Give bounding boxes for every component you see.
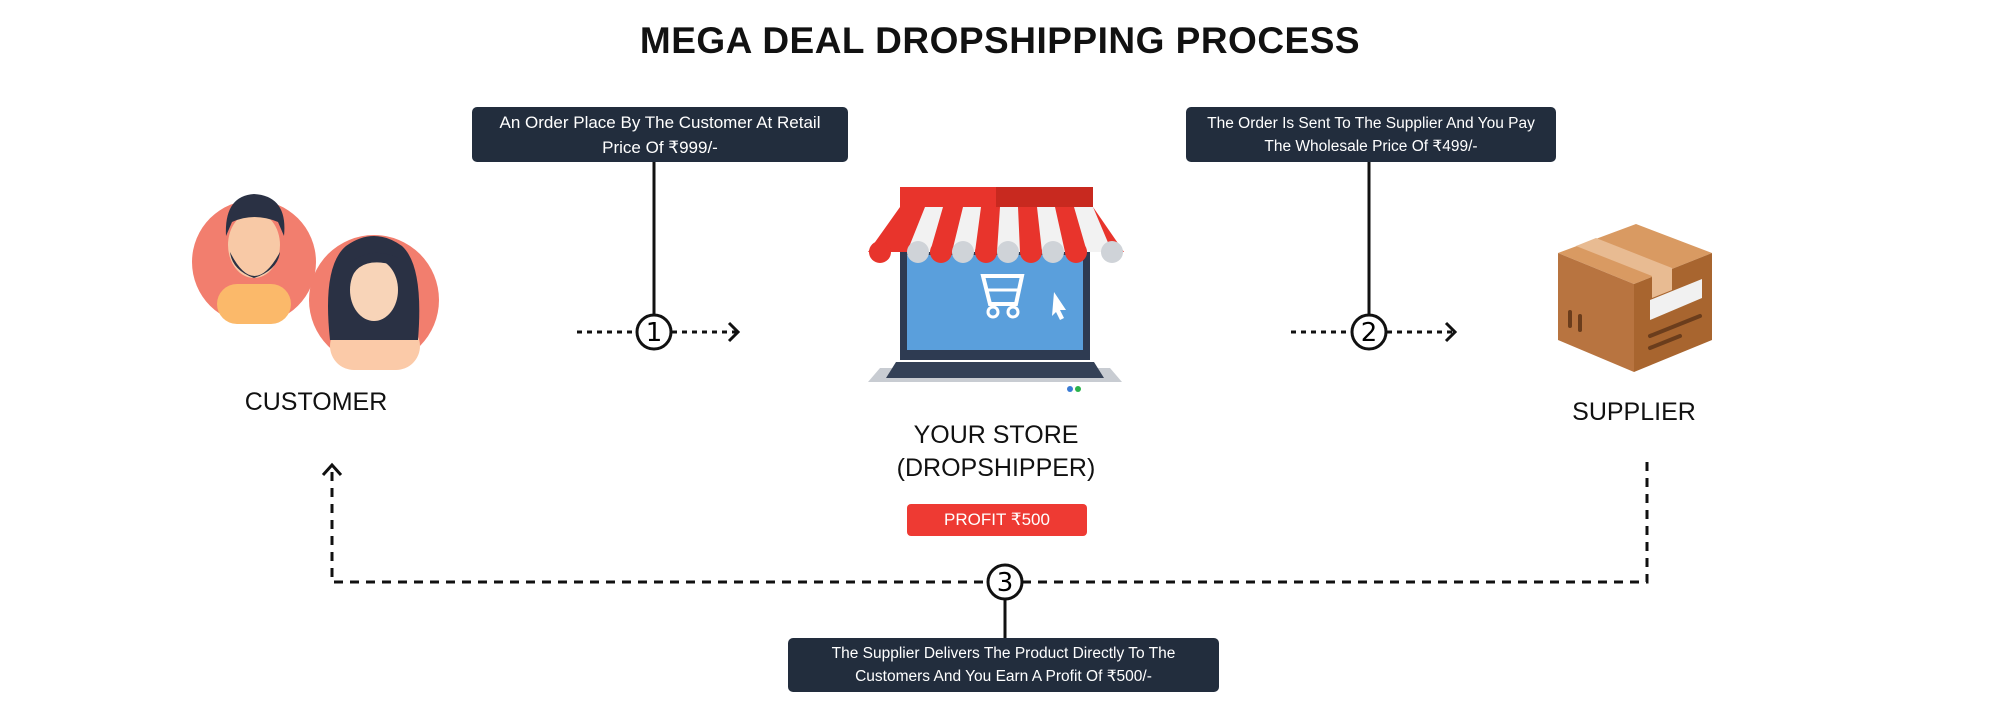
page-title: MEGA DEAL DROPSHIPPING PROCESS xyxy=(639,20,1361,61)
customer-label: CUSTOMER xyxy=(244,388,388,416)
step-number-2: 2 xyxy=(1361,318,1378,348)
step-circle-3 xyxy=(986,563,1024,601)
profit-badge: PROFIT ₹500 xyxy=(907,504,1087,536)
step-3-note: The Supplier Delivers The Product Direct… xyxy=(788,638,1219,692)
step-number-3: 3 xyxy=(997,568,1014,598)
step-circle-2 xyxy=(1350,313,1388,351)
arrowhead-3-icon xyxy=(321,462,343,477)
store-laptop-icon xyxy=(868,187,1124,392)
step-2-note: The Order Is Sent To The Supplier And Yo… xyxy=(1186,107,1556,162)
step-1-note: An Order Place By The Customer At Retail… xyxy=(472,107,848,162)
customer-icon xyxy=(192,194,439,370)
supplier-label: SUPPLIER xyxy=(1572,398,1696,426)
store-label-line1: YOUR STORE xyxy=(913,421,1079,449)
step-number-1: 1 xyxy=(646,318,663,348)
arrowhead-2-icon xyxy=(1444,321,1458,343)
step-circle-1 xyxy=(635,313,673,351)
store-label-line2: (DROPSHIPPER) xyxy=(896,454,1096,482)
arrowhead-1-icon xyxy=(727,321,741,343)
package-box-icon xyxy=(1558,224,1712,372)
return-path xyxy=(330,462,1649,584)
